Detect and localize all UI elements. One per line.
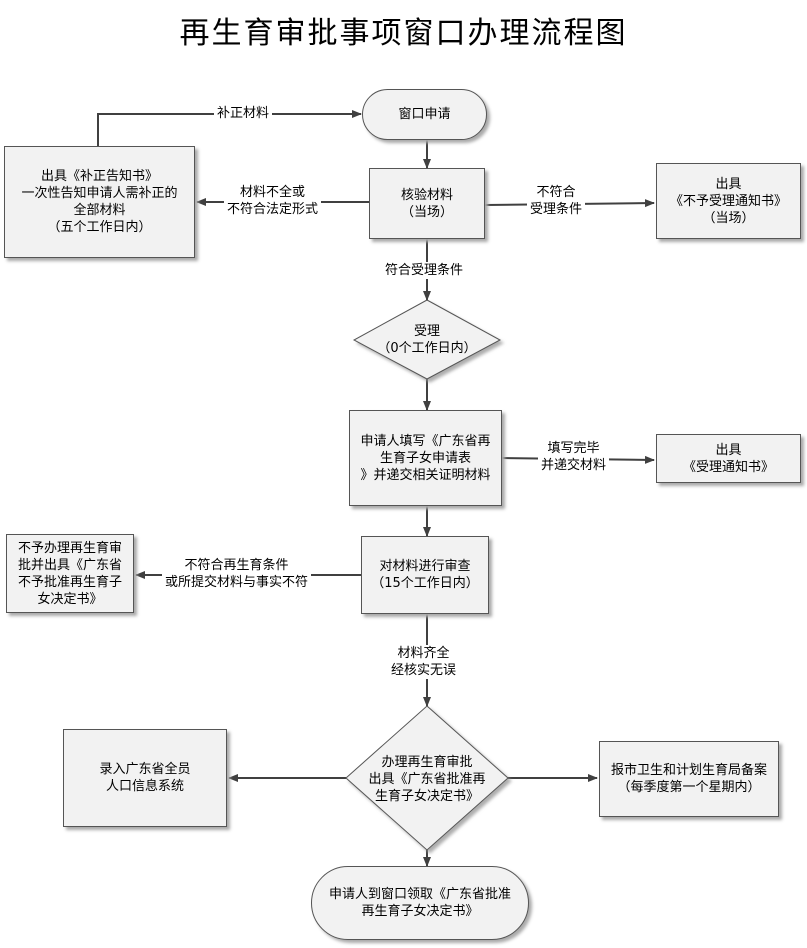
node-collect: 申请人到窗口领取《广东省批准 再生育子女决定书》 xyxy=(311,866,529,940)
node-approve: 办理再生育审批 出具《广东省批准再 生育子女决定书》 xyxy=(368,754,486,804)
node-supplement-notice: 出具《补正告知书》 一次性告知申请人需补正的 全部材料 （五个工作日内） xyxy=(4,146,195,258)
label-meet: 符合受理条件 xyxy=(382,262,467,279)
node-fill-form: 申请人填写《广东省再 生育子女申请表 》并递交相关证明材料 xyxy=(349,410,502,506)
node-report: 报市卫生和计划生育局备案 （每季度第一个星期内） xyxy=(599,741,779,817)
label-supplement-materials: 补正材料 xyxy=(214,105,273,122)
node-verify: 核验材料 （当场） xyxy=(369,168,485,239)
decision-approve-shape xyxy=(345,705,509,851)
page-title: 再生育审批事项窗口办理流程图 xyxy=(179,16,628,51)
node-review: 对材料进行审查 （15个工作日内） xyxy=(361,536,489,614)
node-accept: 受理 （0个工作日内） xyxy=(377,324,477,356)
node-reject: 不予办理再生育审 批并出具《广东省 不予批准再生育子 女决定书》 xyxy=(6,534,134,613)
label-filled: 填写完毕 并递交材料 xyxy=(538,440,610,474)
node-not-accept-notice: 出具 《不予受理通知书》 （当场） xyxy=(656,163,801,239)
node-accept-notice: 出具 《受理通知书》 xyxy=(656,434,801,483)
label-not-comply: 不符合再生育条件 或所提交材料与事实不符 xyxy=(162,557,312,591)
node-record-system: 录入广东省全员 人口信息系统 xyxy=(63,729,227,827)
decision-accept-shape xyxy=(352,299,502,380)
node-window-apply: 窗口申请 xyxy=(362,89,487,140)
edge-supplement-materials xyxy=(97,110,362,146)
label-not-meet: 不符合 受理条件 xyxy=(527,184,586,218)
label-complete: 材料齐全 经核实无误 xyxy=(388,645,460,679)
label-incomplete: 材料不全或 不符合法定形式 xyxy=(224,184,322,218)
